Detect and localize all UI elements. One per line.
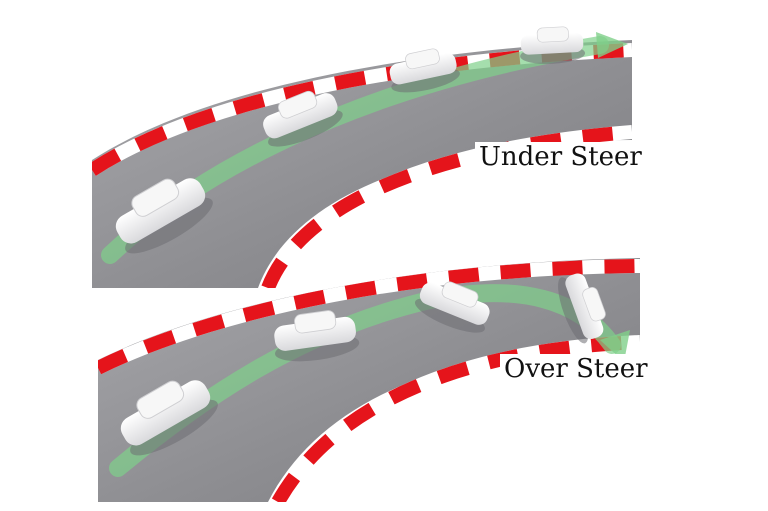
- car-icon: [414, 281, 490, 333]
- car-icon: [274, 310, 360, 362]
- under-steer-panel: [92, 26, 632, 288]
- over-steer-label: Over Steer: [500, 354, 652, 384]
- car-icon: [115, 178, 213, 254]
- over-steer-panel: [98, 258, 640, 502]
- under-steer-label: Under Steer: [475, 142, 646, 172]
- car-icon: [389, 48, 460, 93]
- track-surface: [92, 40, 632, 288]
- car-icon: [120, 380, 218, 456]
- car-icon: [558, 273, 606, 344]
- car-icon: [263, 90, 343, 147]
- car-icon: [520, 26, 586, 64]
- path-arrow-head: [596, 32, 628, 58]
